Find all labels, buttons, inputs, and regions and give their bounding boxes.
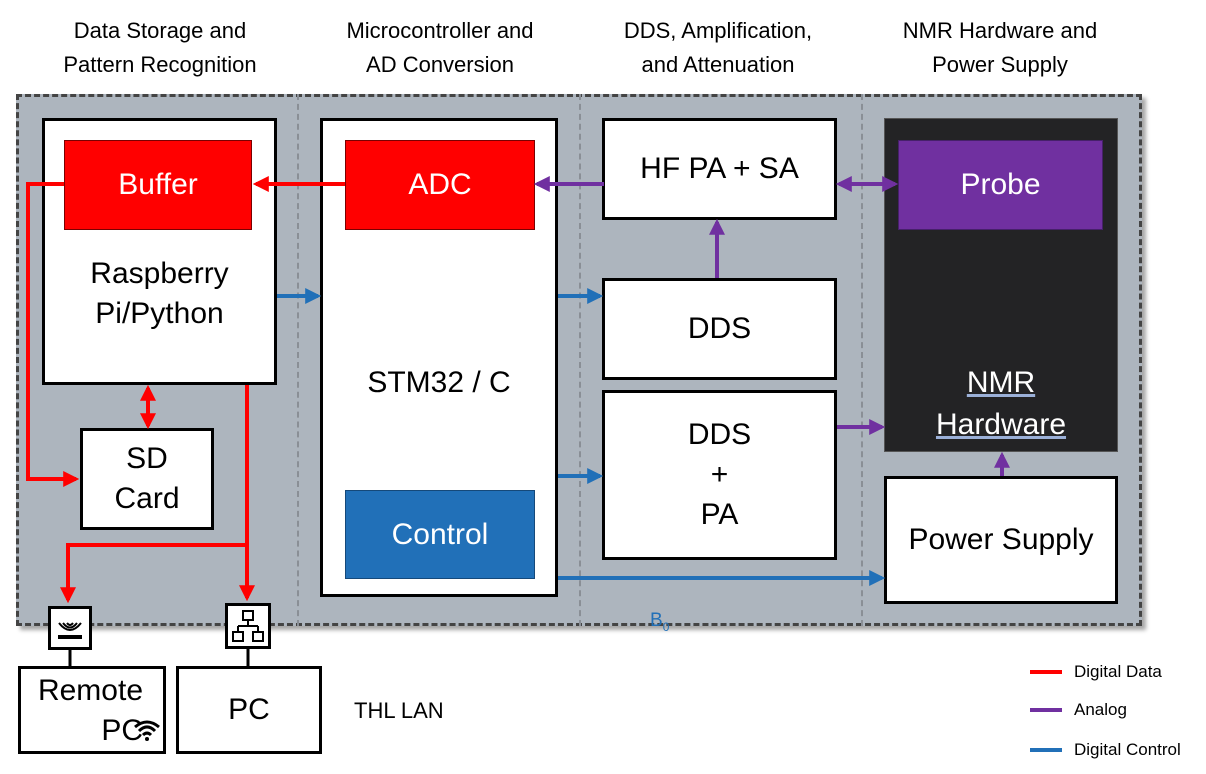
network-icon (232, 610, 264, 642)
b0-label-text: B (650, 610, 663, 631)
dds-pa-label: DDS + PA (687, 418, 752, 531)
pc-label: PC (228, 693, 270, 726)
remote-pc-block: Remote PC (18, 666, 166, 754)
column-divider-2 (579, 94, 581, 626)
remote-pc-label: Remote PC (37, 674, 143, 747)
legend-digital-control-label: Digital Control (1074, 740, 1181, 759)
buffer-block: Buffer (64, 140, 252, 230)
b0-label-subscript: 0 (662, 619, 670, 634)
power-supply-block: Power Supply (884, 476, 1118, 604)
header-microcontroller: Microcontroller and AD Conversion (346, 18, 534, 77)
b0-label: B0 (650, 588, 669, 634)
legend-digital-control-swatch (1030, 748, 1062, 752)
dds-pa-block: DDS + PA (602, 390, 837, 560)
dds-block: DDS (602, 278, 837, 380)
sd-card-block: SD Card (80, 428, 214, 530)
legend-analog-swatch (1030, 708, 1062, 712)
thl-lan-label: THL LAN (354, 698, 444, 723)
control-block: Control (345, 490, 535, 579)
probe-label: Probe (960, 168, 1041, 201)
lan-network-box (225, 603, 271, 649)
header-data-storage: Data Storage and Pattern Recognition (63, 18, 257, 77)
hf-pa-sa-block: HF PA + SA (602, 118, 837, 220)
probe-block: Probe (898, 140, 1103, 230)
raspberry-pi-label: Raspberry Pi/Python (90, 257, 229, 330)
adc-label: ADC (408, 168, 472, 201)
adc-block: ADC (345, 140, 535, 230)
legend-analog-label: Analog (1074, 700, 1127, 719)
dds-label: DDS (687, 312, 752, 345)
legend-digital-control: Digital Control (1030, 740, 1181, 760)
nmr-hardware-label: NMR Hardware (935, 366, 1067, 441)
header-nmr: NMR Hardware and Power Supply (902, 18, 1098, 77)
column-divider-3 (861, 94, 863, 626)
legend-analog: Analog (1030, 700, 1127, 720)
hf-pa-sa-label: HF PA + SA (640, 152, 799, 185)
buffer-label: Buffer (118, 168, 198, 201)
header-dds: DDS, Amplification, and Attenuation (623, 18, 813, 77)
wifi-icon (134, 720, 160, 741)
legend-digital-data-swatch (1030, 670, 1062, 674)
legend-digital-data: Digital Data (1030, 662, 1162, 682)
wifi-antenna-box (48, 606, 92, 650)
control-label: Control (391, 517, 489, 551)
pc-block: PC (176, 666, 322, 754)
power-supply-label: Power Supply (908, 523, 1094, 556)
sd-card-label: SD Card (114, 442, 180, 515)
wifi-antenna-icon (58, 622, 82, 639)
column-divider-1 (297, 94, 299, 626)
stm32-label: STM32 / C (367, 366, 511, 399)
legend-digital-data-label: Digital Data (1074, 662, 1162, 681)
